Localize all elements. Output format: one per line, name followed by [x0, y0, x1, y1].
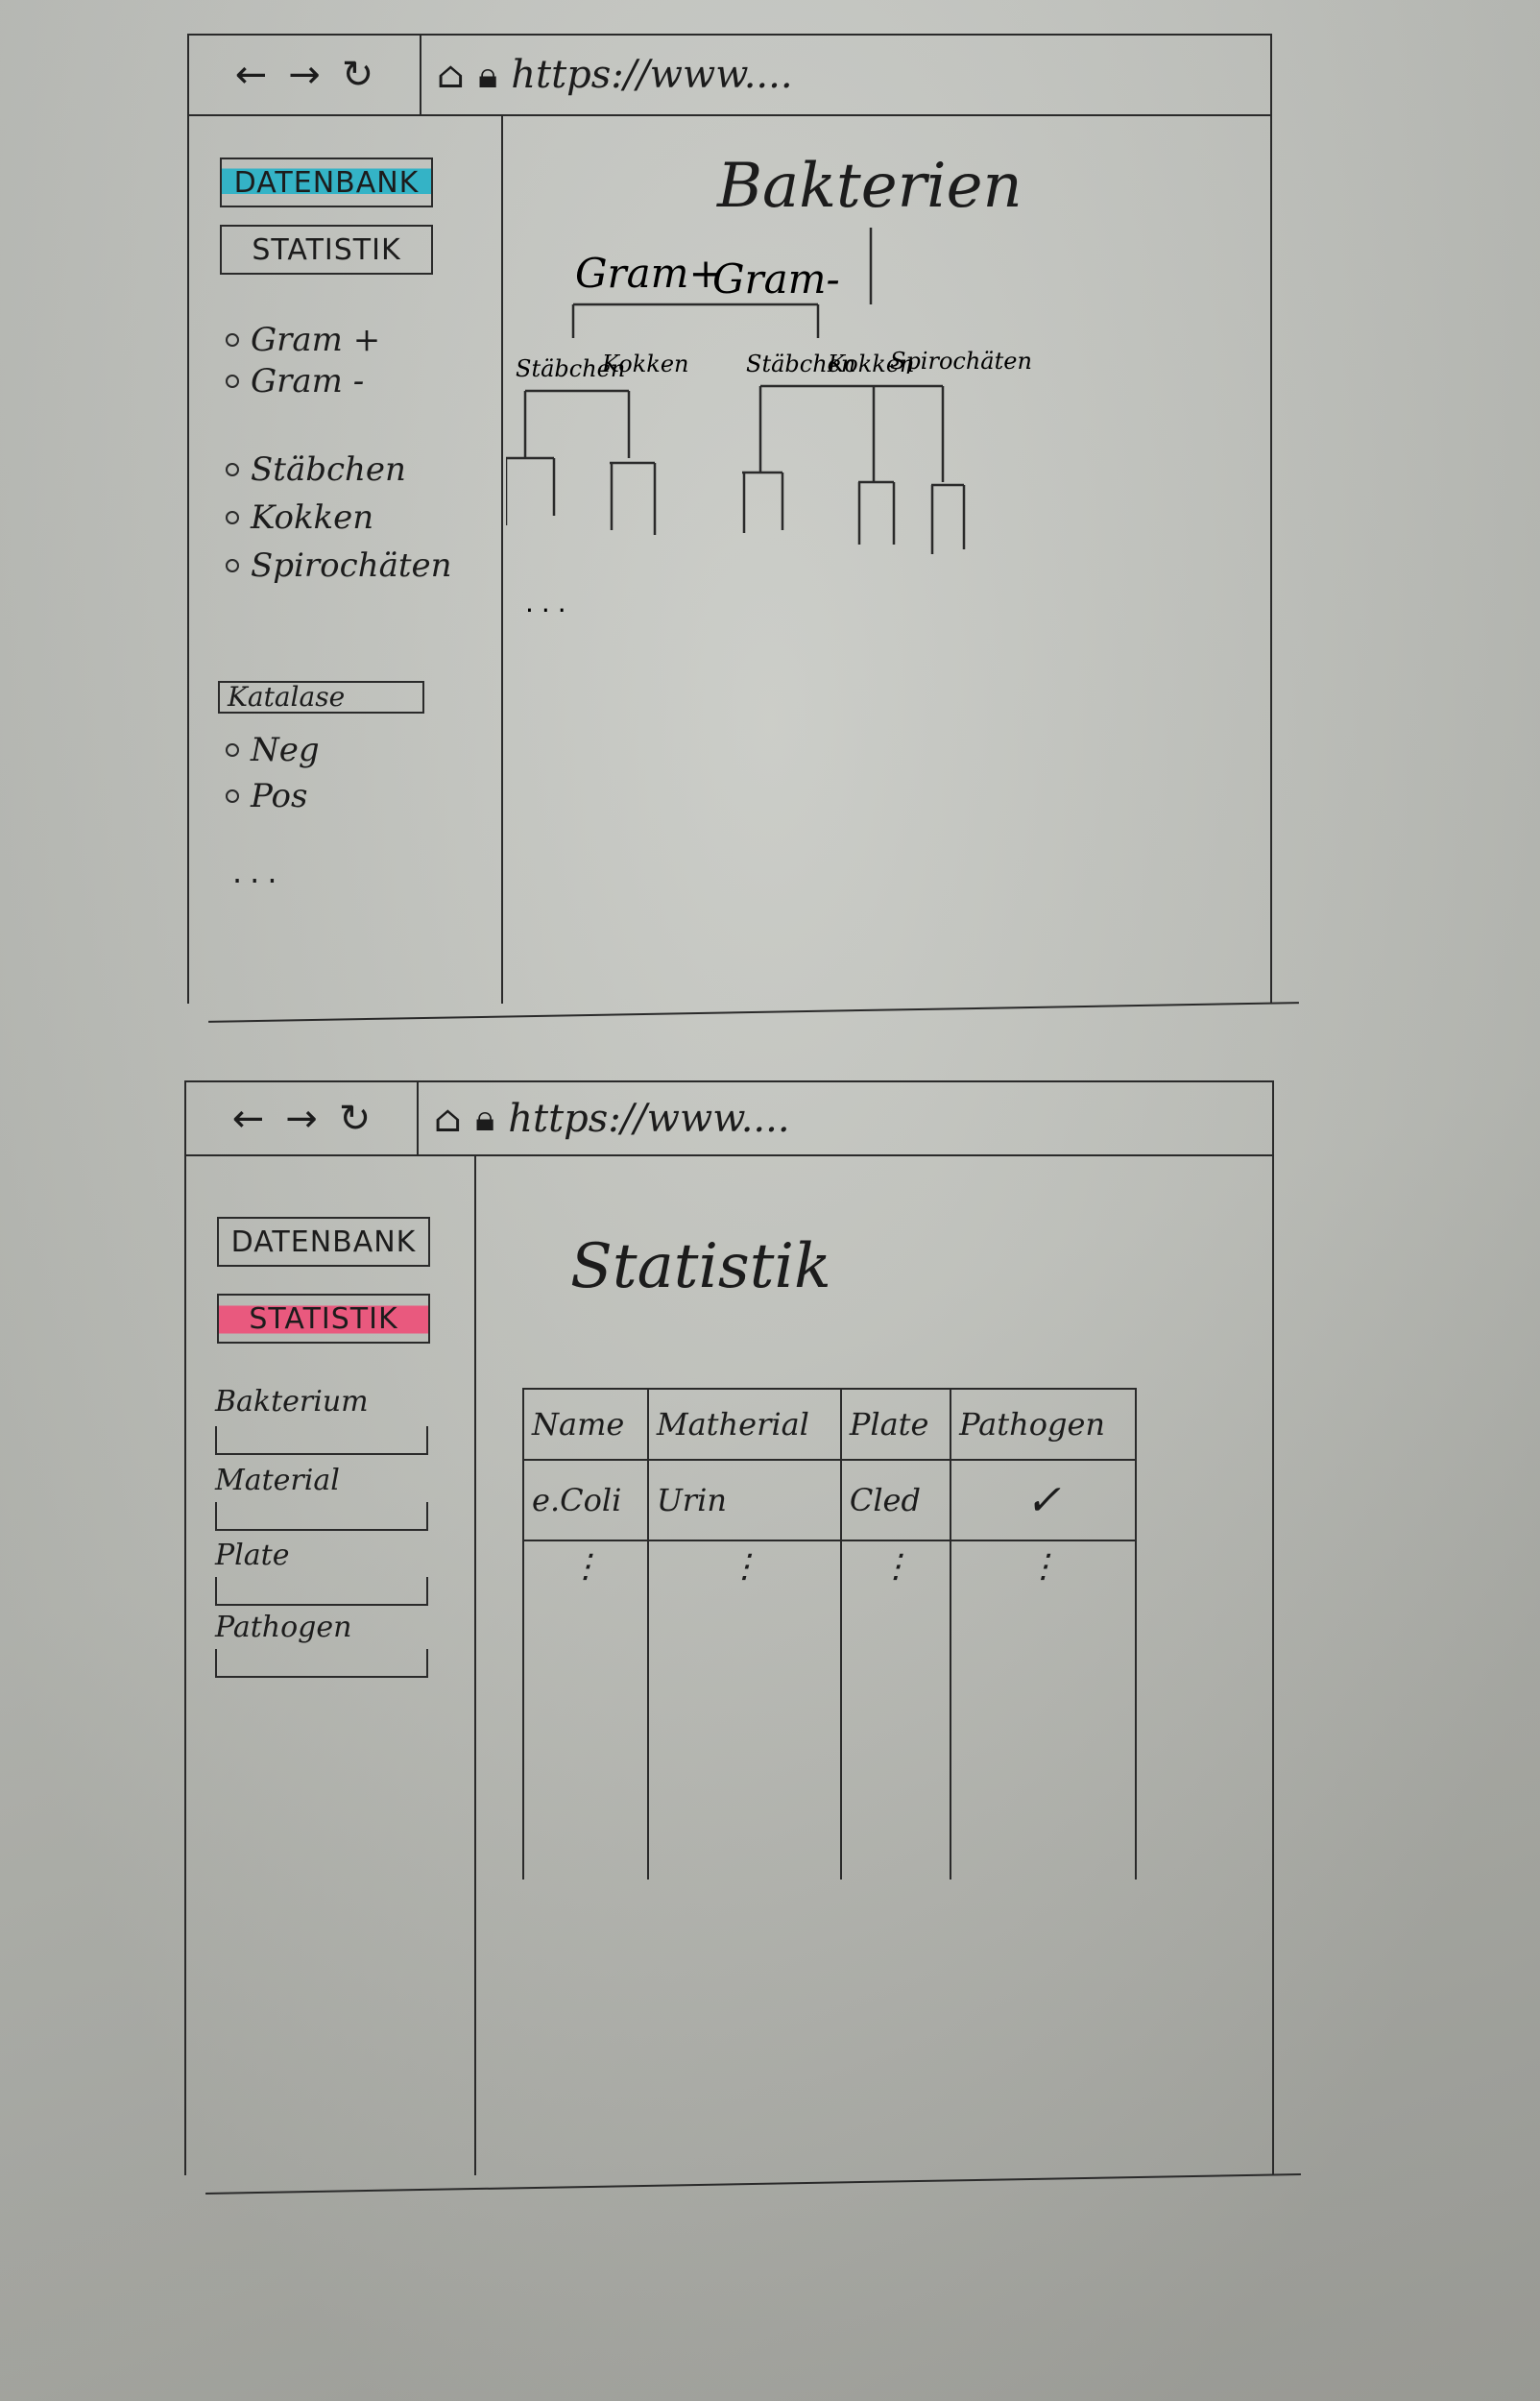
more-rows-ellipsis: ⋮	[522, 1540, 649, 1880]
reload-icon[interactable]: ↻	[338, 1096, 372, 1141]
window-bottom-edge	[208, 1002, 1299, 1023]
tree-node-gram-neg[interactable]: Gram-	[712, 255, 840, 303]
page-title: Statistik	[570, 1231, 831, 1302]
window-bottom-edge	[205, 2173, 1301, 2195]
lock-icon: 🔒︎	[478, 53, 498, 96]
back-arrow-icon[interactable]: ←	[231, 1096, 265, 1141]
table-row[interactable]: e.Coli Urin Cled ✓	[522, 1459, 1137, 1541]
option-label: Kokken	[251, 498, 374, 537]
sidebar: DATENBANK STATISTIK Bakterium Material P…	[186, 1154, 476, 2175]
option-katalase-pos[interactable]: Pos	[226, 777, 307, 815]
radio-icon	[226, 463, 239, 476]
home-icon[interactable]: ⌂	[434, 1097, 463, 1140]
url-text: https://www....	[508, 1096, 790, 1141]
option-spirochaeten[interactable]: Spirochäten	[226, 546, 452, 585]
tab-statistik[interactable]: STATISTIK	[220, 225, 433, 275]
tree-node-gram-pos[interactable]: Gram+	[575, 250, 723, 297]
nav-buttons: ← → ↻	[189, 36, 421, 114]
classification-tree: Gram+ Gram- Stäbchen Kokken Stäbchen Kok…	[506, 228, 1032, 618]
radio-icon	[226, 511, 239, 524]
cell-name: e.Coli	[522, 1459, 649, 1541]
table-header-row: Name Matherial Plate Pathogen	[522, 1388, 1137, 1461]
option-staebchen[interactable]: Stäbchen	[226, 450, 406, 489]
table-more-rows: ⋮ ⋮ ⋮ ⋮	[522, 1540, 1137, 1880]
option-gram-neg[interactable]: Gram -	[226, 362, 364, 400]
tree-node-pos-staebchen[interactable]: Stäbchen	[516, 355, 625, 382]
material-input[interactable]	[215, 1502, 428, 1531]
cell-pathogen-check: ✓	[950, 1459, 1137, 1541]
option-kokken[interactable]: Kokken	[226, 498, 373, 537]
field-label-bakterium: Bakterium	[215, 1385, 369, 1419]
statistics-table: Name Matherial Plate Pathogen e.Coli Uri…	[522, 1388, 1137, 1880]
field-label-pathogen: Pathogen	[215, 1611, 352, 1644]
reload-icon[interactable]: ↻	[341, 53, 374, 97]
column-header-plate[interactable]: Plate	[839, 1388, 952, 1461]
radio-icon	[226, 559, 239, 572]
option-label: Pos	[251, 777, 308, 815]
bakterium-input[interactable]	[215, 1426, 428, 1455]
browser-window-statistik: ← → ↻ ⌂ 🔒︎ https://www.... DATENBANK STA…	[184, 1080, 1301, 2195]
option-gram-pos[interactable]: Gram +	[226, 321, 380, 359]
katalase-filter-header[interactable]: Katalase	[218, 681, 424, 714]
home-icon[interactable]: ⌂	[437, 54, 466, 96]
nav-buttons: ← → ↻	[186, 1082, 419, 1154]
more-rows-ellipsis: ⋮	[950, 1540, 1137, 1880]
sidebar: DATENBANK STATISTIK Gram + Gram - Stäbch…	[189, 114, 503, 1004]
option-label: Stäbchen	[251, 450, 406, 489]
cell-material: Urin	[646, 1459, 842, 1541]
page-title: Bakterien	[717, 151, 1023, 222]
forward-arrow-icon[interactable]: →	[285, 1096, 318, 1141]
tree-node-neg-spirochaeten[interactable]: Spirochäten	[890, 348, 1032, 375]
radio-icon	[226, 375, 239, 388]
option-label: Gram -	[251, 362, 365, 400]
radio-icon	[226, 789, 239, 803]
column-header-material[interactable]: Matherial	[646, 1388, 842, 1461]
tab-datenbank[interactable]: DATENBANK	[217, 1217, 430, 1267]
option-label: Neg	[251, 731, 320, 769]
field-label-plate: Plate	[215, 1539, 290, 1572]
more-rows-ellipsis: ⋮	[839, 1540, 952, 1880]
field-label-material: Material	[215, 1464, 340, 1497]
option-label: Spirochäten	[251, 546, 452, 585]
pathogen-input[interactable]	[215, 1649, 428, 1678]
tree-node-neg-kokken[interactable]: Kokken	[827, 351, 914, 377]
tree-node-pos-kokken[interactable]: Kokken	[601, 351, 688, 377]
option-katalase-neg[interactable]: Neg	[226, 731, 320, 769]
column-header-pathogen[interactable]: Pathogen	[950, 1388, 1137, 1461]
browser-window-datenbank: ← → ↻ ⌂ 🔒︎ https://www.... DATENBANK STA…	[187, 34, 1299, 1023]
option-label: Gram +	[251, 321, 381, 359]
plate-input[interactable]	[215, 1577, 428, 1606]
more-rows-ellipsis: ⋮	[646, 1540, 842, 1880]
url-text: https://www....	[511, 53, 793, 97]
more-filters-ellipsis: ...	[232, 854, 285, 890]
tree-node-neg-staebchen[interactable]: Stäbchen	[746, 351, 855, 377]
browser-toolbar: ← → ↻ ⌂ 🔒︎ https://www....	[189, 36, 1270, 116]
radio-icon	[226, 743, 239, 757]
lock-icon: 🔒︎	[475, 1097, 495, 1139]
address-bar[interactable]: ⌂ 🔒︎ https://www....	[419, 1097, 1272, 1141]
back-arrow-icon[interactable]: ←	[234, 53, 268, 97]
cell-plate: Cled	[839, 1459, 952, 1541]
column-header-name[interactable]: Name	[522, 1388, 649, 1461]
tab-datenbank[interactable]: DATENBANK	[220, 158, 433, 207]
tab-statistik[interactable]: STATISTIK	[217, 1294, 430, 1344]
address-bar[interactable]: ⌂ 🔒︎ https://www....	[421, 53, 1270, 97]
forward-arrow-icon[interactable]: →	[288, 53, 321, 97]
browser-toolbar: ← → ↻ ⌂ 🔒︎ https://www....	[186, 1082, 1272, 1156]
tree-more-ellipsis: ...	[525, 587, 574, 618]
radio-icon	[226, 333, 239, 347]
